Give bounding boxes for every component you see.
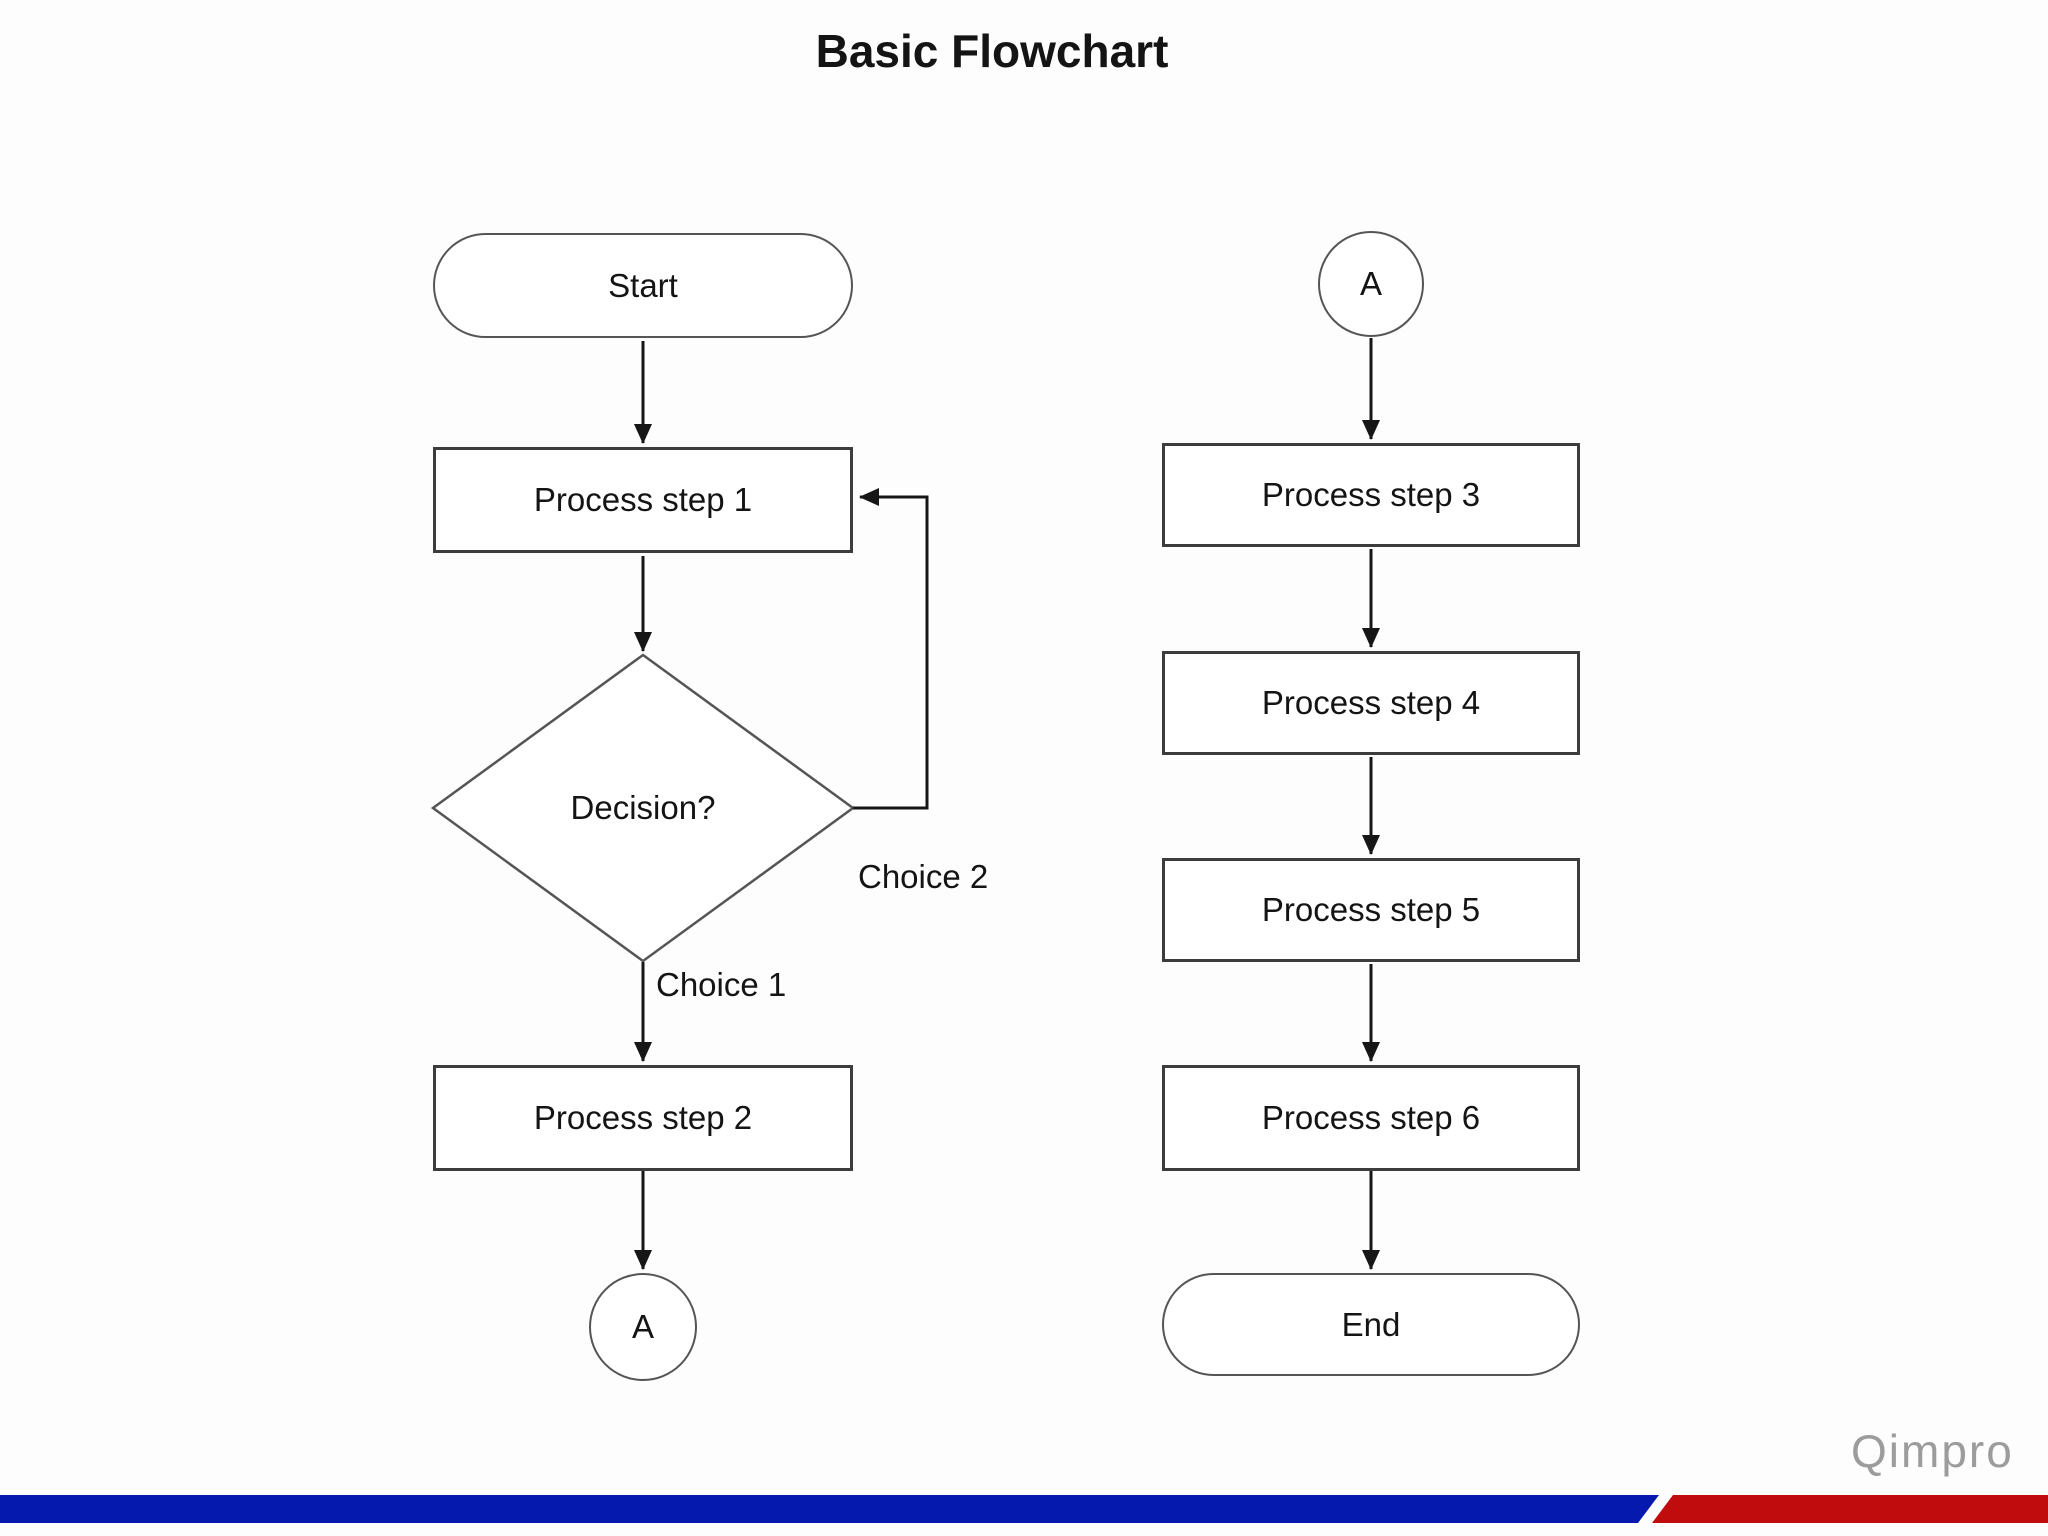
page-title: Basic Flowchart — [815, 25, 1169, 77]
end-node: End — [1162, 1273, 1580, 1376]
process-step-6-node: Process step 6 — [1162, 1065, 1580, 1171]
footer-bar-blue — [0, 1495, 1659, 1523]
decision-diamond-shape — [430, 653, 856, 963]
connector-a-left-node: A — [589, 1273, 697, 1381]
process-step-1-node: Process step 1 — [433, 447, 853, 553]
qimpro-logo: Qimpro — [1851, 1425, 2014, 1477]
choice-2-label: Choice 2 — [858, 858, 989, 895]
decision-label: Decision? — [570, 789, 716, 826]
process-step-3-node: Process step 3 — [1162, 443, 1580, 547]
start-node: Start — [433, 233, 853, 338]
process-step-5-node: Process step 5 — [1162, 858, 1580, 962]
footer-bar-red — [1652, 1495, 2048, 1523]
connector-a-right-node: A — [1318, 231, 1424, 337]
choice-1-label: Choice 1 — [656, 966, 787, 1003]
process-step-4-node: Process step 4 — [1162, 651, 1580, 755]
process-step-2-node: Process step 2 — [433, 1065, 853, 1171]
edge-decision-loop-choice2 — [853, 488, 929, 810]
